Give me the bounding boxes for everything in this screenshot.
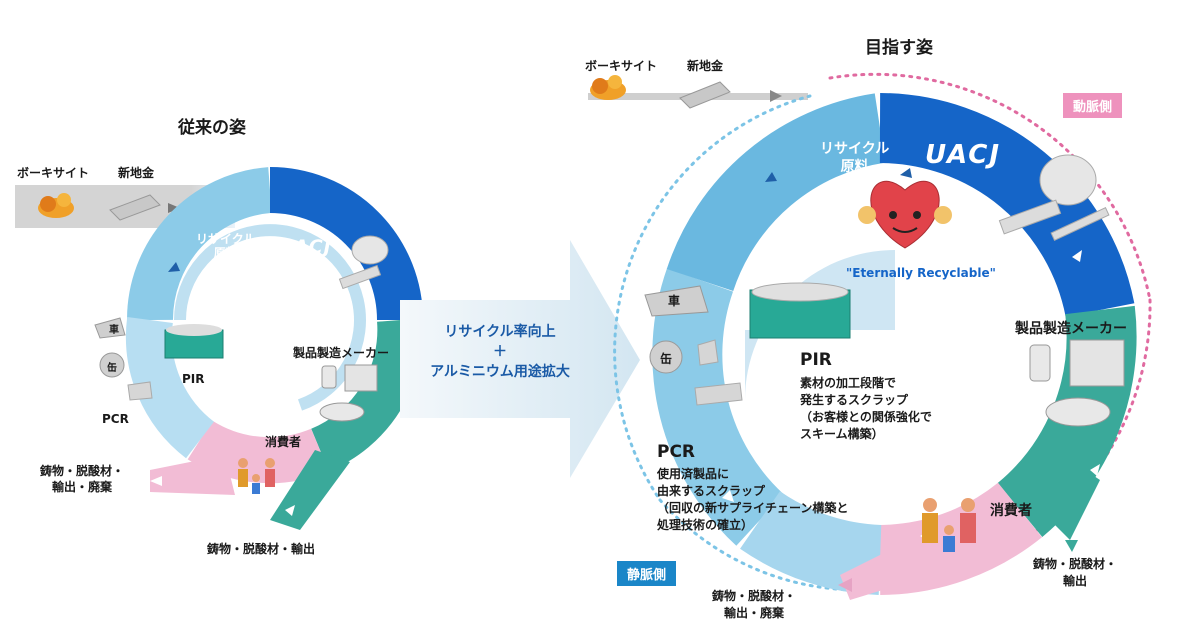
left-outflow-left-label: 鋳物・脱酸材・輸出・廃棄 (40, 464, 125, 494)
right-scrap-icon (694, 382, 743, 406)
left-family-icon (238, 458, 248, 468)
right-ring-lightblue-left (652, 268, 785, 546)
right-car-part-icon (644, 285, 709, 317)
left-bauxite-label: ボーキサイト (17, 166, 90, 180)
right-coil-icon (1039, 154, 1097, 206)
right-consumer-label: 消費者 (990, 503, 1032, 519)
left-recycled-material-label: リサイクル原料 (196, 232, 256, 260)
left-can-label: 缶 (107, 363, 117, 374)
left-car-label: 車 (109, 325, 119, 336)
right-ingot-icon (679, 81, 731, 109)
left-ring-lightblue-left (125, 317, 215, 459)
center-arrow-text: リサイクル率向上 ＋ アルミニウム用途拡大 (430, 324, 570, 380)
left-uacj-logo: UACJ (278, 236, 332, 258)
left-product-maker-label: 製品製造メーカー (293, 346, 390, 360)
left-pcr-label: PCR (102, 412, 129, 426)
left-scrap-icon (127, 381, 153, 401)
left-new-ingot-label: 新地金 (118, 166, 155, 180)
right-product-maker-label: 製品製造メーカー (1015, 321, 1127, 337)
center-big-arrow (400, 240, 640, 478)
right-bauxite-label: ボーキサイト (585, 59, 658, 73)
left-building-icon (344, 364, 378, 392)
left-ring-darkblue (269, 167, 423, 321)
right-new-ingot-label: 新地金 (687, 59, 724, 73)
right-building-icon (1069, 339, 1125, 387)
right-dotted-pink-ring (828, 72, 1152, 302)
left-can-part-icon (99, 352, 125, 378)
left-title: 従来の姿 (178, 118, 246, 138)
right-pink-outflow (840, 545, 915, 600)
right-recycled-material-label: リサイクル原料 (820, 141, 890, 175)
left-car-product-icon (319, 402, 365, 422)
left-ring-pink (187, 420, 329, 484)
left-ring-lightblue-top (126, 167, 273, 321)
left-car-part-icon (94, 317, 126, 339)
right-car-label: 車 (668, 294, 681, 308)
right-family-icon (923, 498, 937, 512)
right-pcr-label: PCR (657, 442, 696, 462)
left-pink-outflow (150, 455, 235, 495)
right-can-part-icon (649, 340, 683, 374)
left-pir-label: PIR (182, 372, 205, 386)
left-can-product-icon (321, 365, 337, 389)
heart-mascot-icon (870, 180, 940, 249)
right-ring-darkblue (879, 93, 1135, 318)
right-uacj-logo: UACJ (925, 140, 1002, 170)
artery-side-tag: 動脈側 (1063, 93, 1123, 118)
left-input-arrow-tip (168, 203, 180, 213)
right-outflow-right-label: 鋳物・脱酸材・輸出 (1033, 557, 1118, 588)
right-pir-label: PIR (800, 350, 832, 370)
right-title: 目指す姿 (865, 38, 933, 58)
right-sheet-icon (998, 199, 1062, 235)
right-outflow-bottom-label: 鋳物・脱酸材・輸出・廃棄 (712, 589, 797, 620)
slogan-text: "Eternally Recyclable" (846, 266, 996, 280)
left-consumer-label: 消費者 (265, 435, 302, 449)
left-ingot-icon (109, 194, 161, 221)
right-can-label: 缶 (660, 352, 673, 366)
left-outflow-bottom-label: 鋳物・脱酸材・輸出 (207, 542, 316, 556)
right-ring-lightblue-bottom (740, 490, 883, 595)
right-dotted-blue-ring (613, 94, 812, 502)
right-can-product-icon (1029, 344, 1051, 382)
right-pir-description: 素材の加工段階で 発生するスクラップ （お客様との関係強化で スキーム構築） (800, 376, 932, 441)
left-sheet-icon (338, 264, 382, 290)
left-ring-teal (310, 318, 424, 472)
right-pcr-description: 使用済製品に 由来するスクラップ （回収の新サプライチェーン構築と 処理技術の確… (657, 467, 849, 532)
left-coil-icon (351, 235, 389, 265)
vein-side-tag: 静脈側 (617, 561, 677, 586)
right-teal-outflow (1050, 470, 1100, 540)
right-car-product-icon (1045, 397, 1111, 427)
